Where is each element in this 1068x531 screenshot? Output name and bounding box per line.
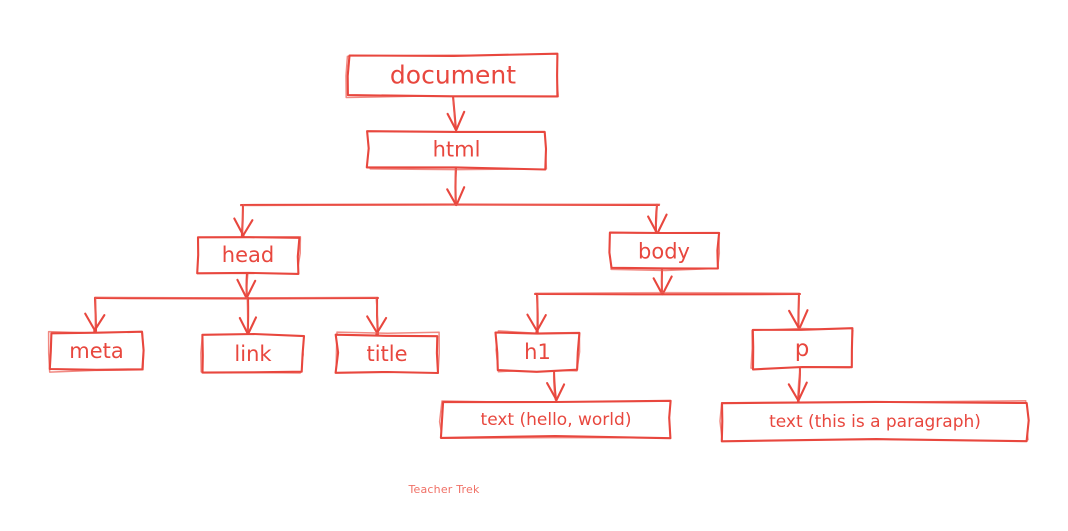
node-meta[interactable]: meta — [47, 330, 145, 373]
node-head-label: head — [222, 243, 274, 267]
edge-p-text-arrow-icon — [787, 383, 800, 403]
edge-body-children-arrow-icon-p — [788, 309, 800, 330]
edge-body-children-drop-h1-ghost — [536, 294, 539, 333]
edge-h1-text-arrow-icon — [555, 383, 566, 402]
node-h1-box[interactable] — [494, 331, 581, 373]
nodes-layer: document html head body meta link title h1 p text… — [47, 52, 1030, 443]
edge-head-children-arrow-icon-link — [247, 316, 258, 336]
edge-html-children — [233, 166, 668, 238]
edge-head-children-stem-arrow-icon — [236, 278, 248, 300]
node-text-p[interactable]: text (this is a paragraph) — [719, 400, 1030, 443]
node-text-p-box[interactable] — [720, 400, 1030, 443]
edge-h1-text — [546, 369, 566, 402]
node-text-h1[interactable]: text (hello, world) — [438, 399, 672, 440]
node-body-label: body — [638, 240, 690, 264]
edge-head-children — [84, 271, 388, 336]
node-body[interactable]: body — [608, 231, 721, 272]
node-h1-label: h1 — [524, 340, 551, 364]
node-h1[interactable]: h1 — [494, 330, 581, 373]
node-link-box[interactable] — [201, 332, 306, 374]
edge-head-children-arrow-icon-meta — [93, 314, 106, 333]
node-meta-label: meta — [69, 339, 123, 363]
node-document-box[interactable] — [346, 52, 559, 98]
edge-body-children-arrow-icon-p — [798, 309, 809, 330]
node-html[interactable]: html — [365, 130, 548, 171]
edge-head-children-arrow-icon-title — [366, 315, 379, 336]
edge-head-children-drop-meta-ghost — [94, 297, 97, 332]
node-link-label: link — [234, 342, 272, 366]
edge-body-children-drop-p-ghost — [798, 294, 800, 330]
node-html-label: html — [433, 138, 481, 162]
node-head-box[interactable] — [196, 236, 301, 275]
edge-body-children — [526, 267, 809, 334]
edge-head-children-stem-arrow-icon — [245, 279, 257, 300]
node-html-box[interactable] — [365, 130, 548, 171]
node-document[interactable]: document — [345, 52, 560, 99]
edge-html-children-arrow-icon-body — [656, 213, 668, 235]
edge-p-text-arrow-icon — [797, 381, 808, 403]
node-head[interactable]: head — [196, 235, 302, 275]
edge-head-children-arrow-icon-title — [375, 316, 388, 336]
node-p-box[interactable] — [751, 327, 854, 371]
edge-head-children-arrow-icon-link — [238, 316, 249, 336]
edge-head-children-stem-ghost — [245, 273, 249, 299]
edge-body-children-arrow-icon-h1 — [535, 314, 547, 334]
node-title-box[interactable] — [334, 333, 440, 375]
node-link[interactable]: link — [200, 332, 306, 374]
edge-html-children-bus-ghost — [239, 203, 661, 207]
node-text-h1-box[interactable] — [439, 399, 672, 440]
edge-html-children-arrow-icon-body — [647, 215, 658, 235]
edge-body-children-bus-ghost — [534, 291, 800, 294]
edge-p-text — [787, 366, 808, 403]
node-title-label: title — [366, 342, 407, 366]
node-text-p-label: text (this is a paragraph) — [769, 412, 981, 432]
watermark-label: Teacher Trek — [407, 483, 480, 496]
node-p-label: p — [795, 336, 810, 362]
edge-head-children-arrow-icon-meta — [84, 312, 97, 333]
node-document-label: document — [390, 61, 516, 90]
edge-body-children-stem-arrow-icon — [652, 277, 664, 296]
edge-document-html-arrow-icon — [446, 112, 458, 132]
edges-layer — [84, 94, 809, 403]
edge-body-children-stem-arrow-icon — [661, 275, 673, 296]
edge-html-children-stem-arrow-icon — [455, 186, 466, 207]
node-text-h1-label: text (hello, world) — [481, 410, 632, 430]
edge-h1-text-arrow-icon — [546, 382, 558, 402]
edge-body-children-stem-ghost — [661, 268, 664, 296]
edge-html-children-arrow-icon-head — [233, 217, 245, 238]
node-title[interactable]: title — [334, 331, 440, 375]
edge-body-children-arrow-icon-h1 — [526, 313, 539, 334]
node-body-box[interactable] — [608, 231, 721, 270]
node-meta-box[interactable] — [48, 330, 145, 371]
edge-document-html-arrow-icon — [455, 110, 466, 132]
edge-document-html — [446, 94, 466, 132]
edge-html-children-arrow-icon-head — [241, 219, 254, 238]
node-p[interactable]: p — [750, 327, 854, 371]
edge-head-children-bus-ghost — [94, 296, 379, 299]
edge-html-children-stem-arrow-icon — [446, 188, 458, 207]
